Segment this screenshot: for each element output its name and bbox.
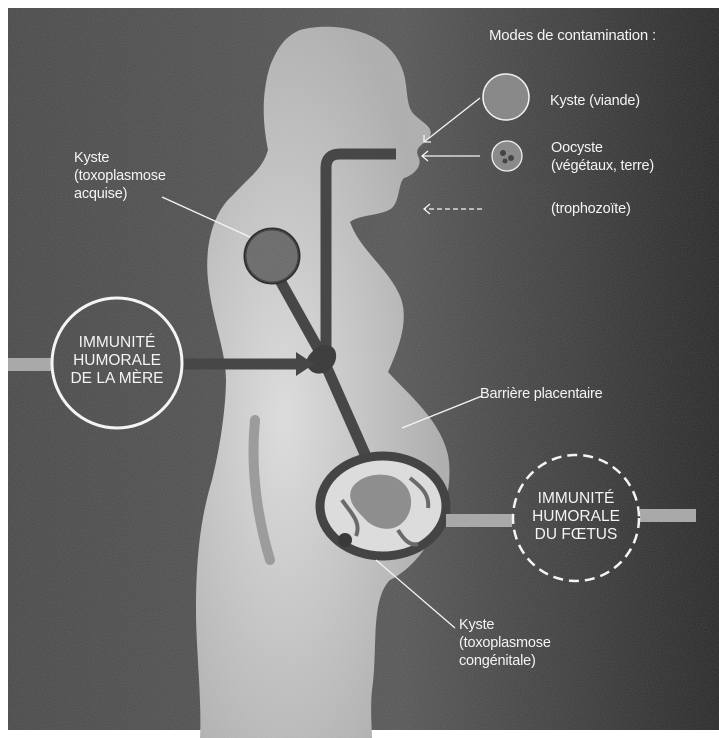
foetus-immunity-bar-left	[446, 514, 512, 527]
immunite-foetus-line-2: HUMORALE	[506, 508, 646, 526]
kyste-acquis-label-1: Kyste	[74, 150, 109, 167]
immunite-foetus-line-3: DU FŒTUS	[506, 526, 646, 544]
mode-oocyste-label-2: (végétaux, terre)	[551, 158, 654, 175]
kyste-icon-texture	[483, 74, 529, 120]
mother-immunity-bar	[8, 358, 52, 371]
mode-oocyste-label-1: Oocyste	[551, 140, 603, 157]
kyste-congenital-label-2: (toxoplasmose	[459, 635, 551, 652]
mode-trophozoite-label: (trophozoïte)	[551, 201, 631, 218]
oocyste-spore-2	[508, 155, 514, 161]
immunite-mere-line-2: HUMORALE	[47, 352, 187, 370]
kyste-acquis-label-3: acquise)	[74, 186, 127, 203]
modes-title: Modes de contamination :	[489, 27, 656, 44]
kyste-acquis-texture	[245, 229, 299, 283]
oocyste-spore-3	[503, 159, 508, 164]
oocyste-spore-1	[500, 150, 506, 156]
barriere-label: Barrière placentaire	[480, 386, 603, 403]
mode-kyste-label: Kyste (viande)	[550, 93, 640, 110]
foetus-immunity-bar-right	[640, 509, 696, 522]
immunite-mere-line-3: DE LA MÈRE	[47, 370, 187, 388]
immunite-foetus-line-1: IMMUNITÉ	[506, 490, 646, 508]
immunite-mere-line-1: IMMUNITÉ	[47, 334, 187, 352]
kyste-congenital-icon	[338, 533, 352, 547]
oocyste-icon	[492, 141, 522, 171]
kyste-congenital-label-1: Kyste	[459, 617, 494, 634]
kyste-acquis-label-2: (toxoplasmose	[74, 168, 166, 185]
kyste-congenital-label-3: congénitale)	[459, 653, 536, 670]
